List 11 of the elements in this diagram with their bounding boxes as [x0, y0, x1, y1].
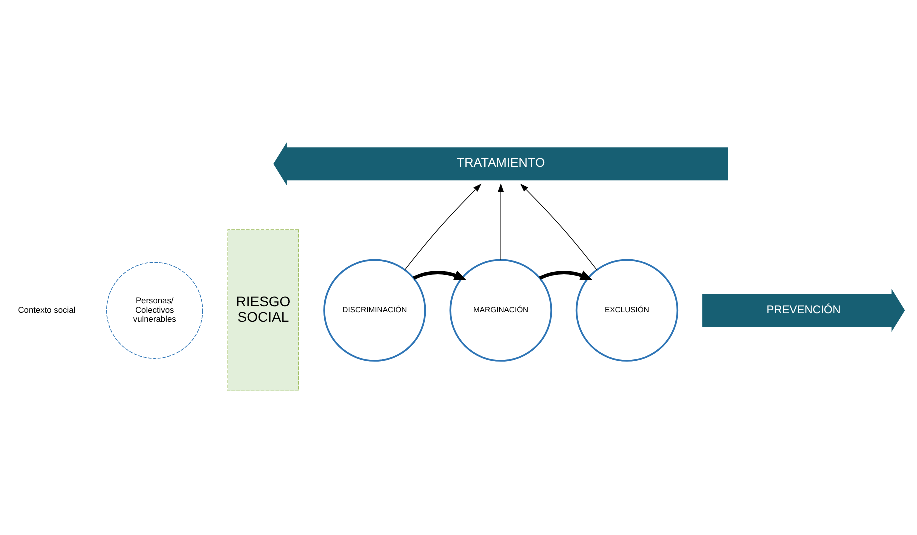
- arrow: [404, 184, 482, 270]
- arrow: [498, 184, 504, 260]
- arrow: [539, 270, 592, 280]
- node-circle: DISCRIMINACIÓN: [324, 259, 426, 362]
- arrow: [520, 184, 598, 270]
- label: Contexto social: [18, 304, 76, 315]
- node-box: RIESGO SOCIAL: [228, 230, 300, 392]
- node-circle: EXCLUSIÓN: [576, 259, 679, 362]
- node-circle: Personas/ Colectivos vulnerables: [106, 262, 204, 359]
- arrow: [413, 270, 466, 280]
- node-circle: MARGINACIÓN: [450, 259, 552, 362]
